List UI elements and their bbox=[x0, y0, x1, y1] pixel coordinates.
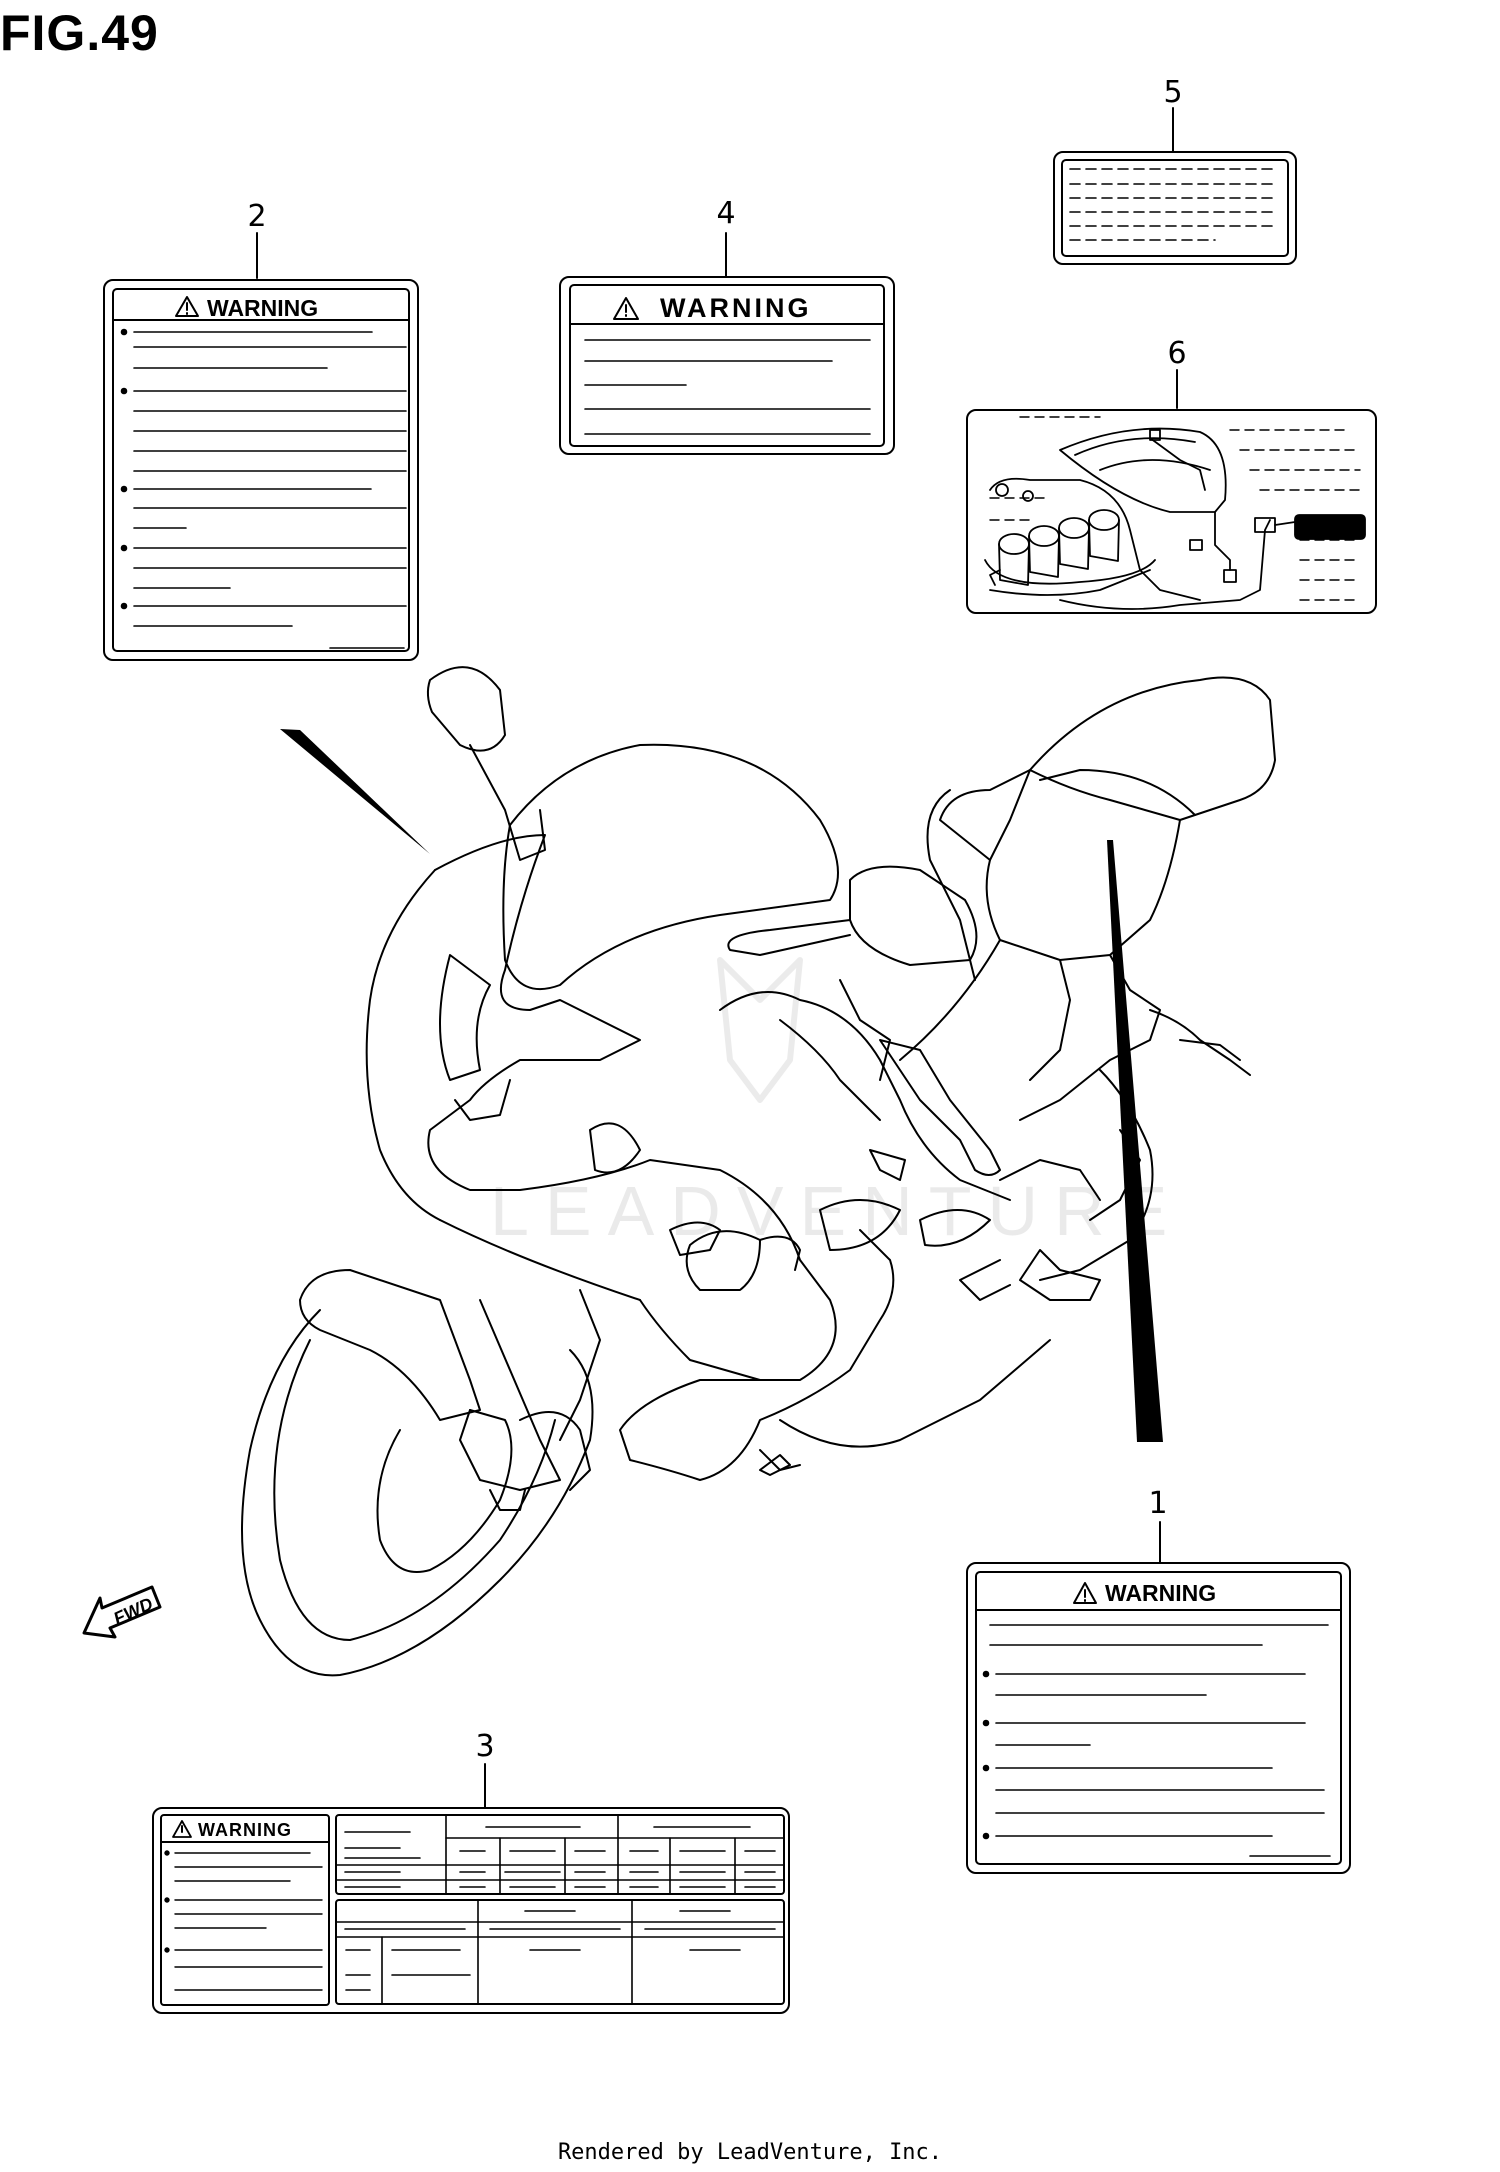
footer-credit: Rendered by LeadVenture, Inc. bbox=[557, 2140, 943, 2165]
warning-heading: WARNING bbox=[660, 293, 812, 323]
figure-title: FIG.49 bbox=[0, 5, 159, 61]
spec-table-top bbox=[335, 1814, 785, 1895]
label-part-5: 5 bbox=[1053, 75, 1297, 265]
callout-number-5: 5 bbox=[1163, 75, 1182, 110]
placeholder-text-lines bbox=[120, 328, 407, 649]
warning-heading: WARNING bbox=[1105, 1580, 1216, 1606]
leader-arrows bbox=[280, 729, 1163, 1442]
label-part-4: 4 WARNING bbox=[559, 196, 895, 455]
label-part-3: 3 WARNING bbox=[152, 1729, 790, 2014]
watermark-text: LEADVENTURE bbox=[490, 1172, 1183, 1250]
label-part-1: 1 WARNING bbox=[966, 1486, 1351, 1874]
placeholder-text-lines bbox=[1069, 168, 1276, 241]
warning-heading: WARNING bbox=[207, 295, 318, 321]
warning-triangle-icon bbox=[1073, 1582, 1097, 1604]
leader-arrow-left bbox=[280, 729, 430, 854]
callout-number-2: 2 bbox=[247, 199, 266, 234]
placeholder-text-lines bbox=[584, 339, 871, 435]
placeholder-text-lines bbox=[164, 1850, 323, 1991]
label-part-6: 6 bbox=[966, 336, 1377, 614]
placeholder-text-lines bbox=[982, 1624, 1331, 1857]
warning-triangle-icon bbox=[175, 296, 199, 317]
callout-number-3: 3 bbox=[475, 1729, 494, 1764]
warning-triangle-icon bbox=[613, 297, 639, 320]
hose-routing-illustration bbox=[984, 427, 1366, 610]
label-part-2: 2 WARNING bbox=[103, 199, 419, 661]
spec-table-bottom bbox=[335, 1899, 785, 2005]
leader-arrow-right bbox=[1107, 840, 1163, 1442]
forward-arrow-icon: FWD bbox=[82, 1585, 162, 1639]
callout-number-4: 4 bbox=[716, 196, 735, 231]
callout-number-6: 6 bbox=[1167, 336, 1186, 371]
watermark: LEADVENTURE bbox=[490, 957, 1183, 1250]
warning-heading: WARNING bbox=[198, 1820, 292, 1840]
warning-triangle-icon bbox=[172, 1820, 192, 1838]
callout-number-1: 1 bbox=[1148, 1486, 1167, 1521]
placeholder-text-lines bbox=[989, 416, 1361, 601]
